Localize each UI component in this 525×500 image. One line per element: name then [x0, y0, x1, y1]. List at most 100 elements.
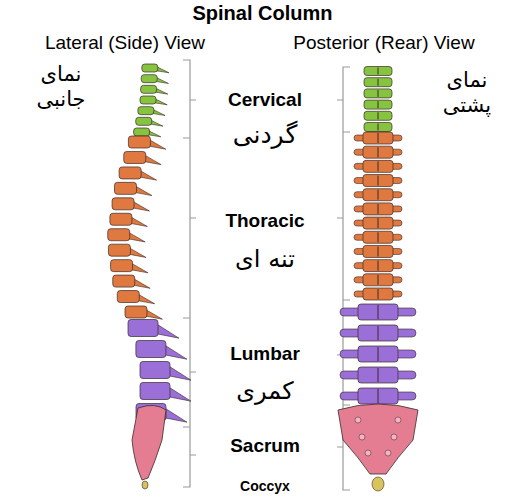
- region-label-fa: تنه ای: [203, 245, 327, 274]
- vertebra-body: [108, 244, 130, 256]
- region-label: Sacrum: [203, 435, 327, 458]
- cervical-vertebrae: [364, 67, 392, 132]
- vertebra-body: [363, 203, 393, 215]
- vertebra-body: [128, 136, 150, 148]
- spinous-process: [378, 112, 379, 119]
- spinous-process: [378, 190, 379, 200]
- sacrum-bone: [132, 405, 166, 480]
- vertebra-body: [112, 198, 134, 210]
- vertebra-body: [358, 304, 398, 320]
- vertebra-body: [363, 175, 393, 187]
- vertebra-body: [363, 217, 393, 229]
- vertebra-body: [363, 260, 393, 272]
- vertebra-body: [138, 107, 154, 115]
- vertebra-body: [364, 100, 392, 109]
- sacral-foramen: [365, 450, 371, 456]
- coccyx-bone: [142, 481, 148, 489]
- region-label: Cervical: [203, 89, 327, 112]
- bracket-line: [183, 60, 190, 487]
- lumbar-vertebrae: [340, 304, 416, 404]
- vertebra-body: [110, 213, 132, 225]
- spinous-process: [378, 90, 379, 97]
- spinous-process: [378, 305, 379, 319]
- region-label-fa: گردنی: [203, 120, 327, 150]
- vertebra-body: [108, 229, 130, 241]
- vertebra-body: [140, 96, 156, 104]
- spinous-process: [378, 124, 379, 131]
- vertebra-body: [363, 274, 393, 286]
- cervical-vertebrae: [134, 64, 169, 137]
- vertebra-body: [136, 117, 152, 125]
- sacral-foramen: [355, 417, 361, 423]
- sacral-foramen: [385, 450, 391, 456]
- lateral-spine: [108, 64, 191, 489]
- spinous-process: [378, 368, 379, 382]
- vertebra-body: [124, 151, 146, 163]
- bracket-tick: [343, 132, 350, 405]
- vertebra-body: [117, 291, 139, 303]
- vertebra-body: [125, 306, 147, 318]
- sacral-foramen: [391, 434, 397, 440]
- region-label: Coccyx: [203, 478, 327, 495]
- posterior-spine: [338, 67, 418, 492]
- diagram-title: Spinal Column: [0, 2, 525, 25]
- vertebra-body: [363, 245, 393, 257]
- spinous-process: [378, 289, 379, 299]
- spinous-process: [378, 101, 379, 108]
- vertebra-body: [364, 78, 392, 87]
- spinous-process: [378, 232, 379, 242]
- spinous-process: [378, 79, 379, 86]
- vertebra-body: [141, 75, 157, 83]
- region-label: Thoracic: [203, 210, 327, 233]
- sacrum-bone: [338, 404, 418, 474]
- bracket-tick: [183, 138, 190, 427]
- spinous-process: [378, 389, 379, 403]
- vertebra-body: [134, 128, 150, 136]
- spinous-process: [378, 218, 379, 228]
- vertebra-body: [111, 260, 133, 272]
- vertebra-body: [136, 341, 166, 358]
- vertebra-body: [140, 362, 170, 379]
- spinous-process: [378, 204, 379, 214]
- spinous-process: [378, 275, 379, 285]
- vertebra-body: [119, 167, 141, 179]
- view-heading: Lateral (Side) View: [8, 32, 242, 55]
- vertebra-body: [364, 67, 392, 76]
- vertebra-body: [358, 346, 398, 362]
- coccyx-bone: [372, 477, 384, 491]
- sacral-foramen: [395, 417, 401, 423]
- thoracic-vertebrae: [108, 136, 166, 319]
- vertebra-body: [358, 388, 398, 404]
- vertebra-body: [113, 275, 135, 287]
- spinous-process: [378, 147, 379, 157]
- vertebra-body: [363, 288, 393, 300]
- view-heading: Posterior (Rear) View: [262, 32, 506, 55]
- vertebra-body: [141, 85, 157, 93]
- vertebra-body: [358, 367, 398, 383]
- spinous-process: [378, 176, 379, 186]
- vertebra-body: [363, 132, 393, 144]
- vertebra-body: [128, 320, 158, 337]
- view-heading-fa: نمای پشتی: [428, 68, 506, 118]
- spinous-process: [378, 68, 379, 75]
- vertebra-body: [363, 189, 393, 201]
- spinous-process: [378, 326, 379, 340]
- sacral-foramen: [359, 434, 365, 440]
- vertebra-body: [364, 123, 392, 132]
- spinous-process: [378, 246, 379, 256]
- vertebra-body: [364, 89, 392, 98]
- vertebra-body: [363, 231, 393, 243]
- region-label: Lumbar: [203, 343, 327, 366]
- vertebra-body: [114, 182, 136, 194]
- spinous-process: [378, 161, 379, 171]
- vertebra-body: [363, 146, 393, 158]
- bracket-tick: [190, 100, 196, 455]
- spinous-process: [378, 261, 379, 271]
- thoracic-vertebrae: [354, 132, 402, 300]
- region-brackets: [183, 60, 350, 490]
- vertebra-body: [364, 111, 392, 120]
- spinous-process: [378, 133, 379, 143]
- view-heading-fa: نمای جانبی: [22, 62, 100, 112]
- vertebra-body: [363, 160, 393, 172]
